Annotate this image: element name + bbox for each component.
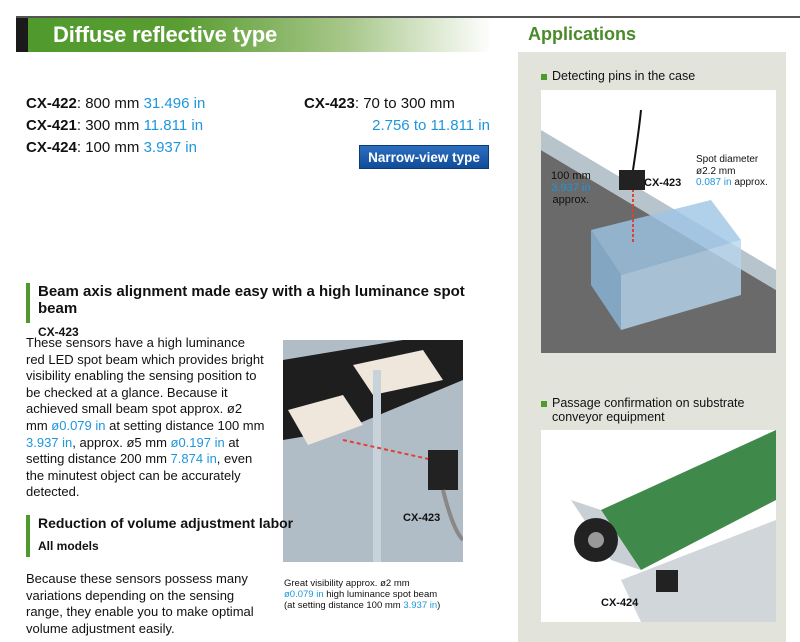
spec-cx422: CX-422: 800 mm 31.496 in [26,95,206,112]
beam-body-segment: , even the minutest object can be accura… [26,451,253,500]
volume-body: Because these sensors possess many varia… [26,571,254,636]
spec-cx421: CX-421: 300 mm 11.811 in [26,117,204,134]
beam-body: These sensors have a high luminance red … [26,335,266,501]
beam-body-segment: at setting distance 100 mm [105,417,265,433]
beam-body-segment: ø0.079 in [51,417,106,433]
spec-cx424: CX-424: 100 mm 3.937 in [26,139,197,156]
photo-model-label: CX-423 [403,512,441,524]
section-title: Diffuse reflective type [53,22,278,47]
beam-body-segment: at setting distance 200 mm [26,434,240,467]
volume-subtitle: All models [38,539,99,553]
beam-title: Beam axis alignment made easy with a hig… [38,283,465,317]
photo-caption: Great visibility approx. ø2 mm ø0.079 in… [284,578,441,611]
app1-model: CX-423 [644,177,682,189]
app1-label: Detecting pins in the case [541,69,695,83]
beam-heading: Beam axis alignment made easy with a hig… [26,283,486,339]
beam-body-segment: 3.937 in [26,434,73,450]
beam-body-segment: These sensors have a high luminance red … [26,335,264,433]
volume-title: Reduction of volume adjustment labor [38,515,294,531]
spec-list: CX-422: 800 mm 31.496 in CX-421: 300 mm … [26,93,205,159]
top-rule [16,16,800,18]
volume-heading: Reduction of volume adjustment labor All… [26,515,486,557]
beam-body-segment: , approx. ø5 mm [72,434,171,450]
spec-cx423: CX-423: 70 to 300 mm 2.756 to 11.811 in [304,95,490,134]
beam-subtitle: CX-423 [38,325,79,339]
applications-title: Applications [528,24,637,44]
cx423-photo: CX-423 [283,340,463,562]
narrow-view-type-button[interactable]: Narrow-view type [359,145,489,169]
beam-body-segment: 7.874 in [170,451,217,467]
beam-body-segment: ø0.197 in [170,434,225,450]
section-header: Diffuse reflective type [16,18,492,52]
app2-illustration: CX-424 [541,430,776,622]
app2-model: CX-424 [601,597,639,609]
